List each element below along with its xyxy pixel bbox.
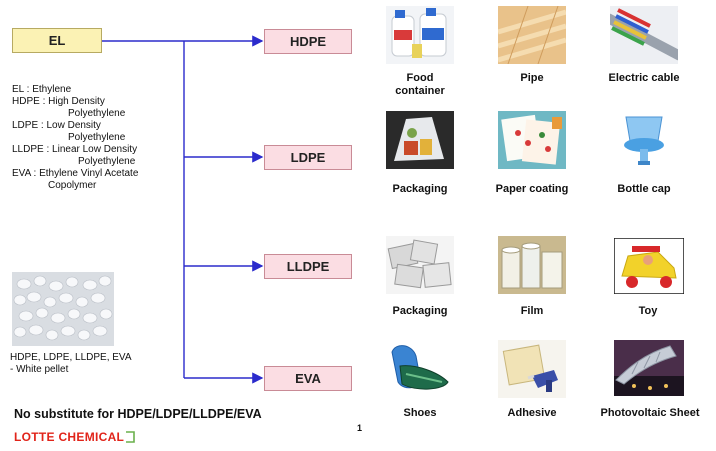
legend-sep: : bbox=[43, 144, 53, 155]
legend-entry-hdpe: HDPE : High Density bbox=[12, 96, 138, 108]
legend-abbr: LDPE bbox=[12, 120, 39, 131]
electric-cable-icon bbox=[610, 6, 678, 64]
legend-entry-el: EL : Ethylene bbox=[12, 84, 138, 96]
legend-entry-lldpe: LLDPE : Linear Low Density bbox=[12, 144, 138, 156]
legend-text: Polyethylene bbox=[78, 156, 136, 167]
shoes-icon bbox=[386, 338, 454, 396]
pellet-caption: HDPE, LDPE, LLDPE, EVA - White pellet bbox=[10, 352, 132, 376]
app-label-line: Food container bbox=[395, 72, 445, 97]
app-label-packaging-ldpe: Packaging bbox=[392, 183, 448, 195]
app-label-adhesive: Adhesive bbox=[507, 407, 557, 419]
abbreviation-legend: EL : Ethylene HDPE : High Density Polyet… bbox=[12, 84, 138, 192]
product-box-eva: EVA bbox=[264, 366, 352, 391]
paper-coating-icon bbox=[498, 111, 566, 169]
legend-text: Ethylene Vinyl Acetate bbox=[39, 168, 139, 179]
legend-abbr: EL bbox=[12, 84, 24, 95]
product-box-hdpe: HDPE bbox=[264, 29, 352, 54]
product-box-lldpe: LLDPE bbox=[264, 254, 352, 279]
legend-abbr: LLDPE bbox=[12, 144, 44, 155]
legend-sep: : bbox=[39, 96, 49, 107]
app-label-packaging-lldpe: Packaging bbox=[392, 305, 448, 317]
legend-sep: : bbox=[30, 168, 40, 179]
adhesive-icon bbox=[498, 340, 566, 398]
legend-entry-eva: EVA : Ethylene Vinyl Acetate bbox=[12, 168, 138, 180]
pellet-caption-line1: HDPE, LDPE, LLDPE, EVA bbox=[10, 352, 132, 363]
app-label-pipe: Pipe bbox=[520, 72, 544, 84]
legend-sep: : bbox=[38, 120, 47, 131]
packaging-icon bbox=[386, 236, 454, 294]
white-pellet-image bbox=[12, 272, 114, 346]
legend-text: Linear Low Density bbox=[52, 144, 138, 155]
legend-entry-ldpe: LDPE : Low Density bbox=[12, 120, 138, 132]
app-label-film: Film bbox=[520, 305, 544, 317]
app-label-food-container: Food container bbox=[360, 72, 480, 98]
legend-text: Polyethylene bbox=[68, 132, 126, 143]
bottle-cap-icon bbox=[610, 111, 678, 169]
app-label-shoes: Shoes bbox=[403, 407, 437, 419]
app-label-electric-cable: Electric cable bbox=[608, 72, 680, 84]
legend-text: Copolymer bbox=[48, 180, 97, 191]
legend-text: High Density bbox=[48, 96, 105, 107]
legend-text: Ethylene bbox=[32, 84, 72, 95]
source-box-el: EL bbox=[12, 28, 102, 53]
logo-mark-icon bbox=[126, 431, 136, 443]
app-label-photovoltaic-sheet: Photovoltaic Sheet bbox=[600, 407, 700, 419]
food-container-icon bbox=[386, 6, 454, 64]
lotte-chemical-logo: LOTTE CHEMICAL bbox=[14, 430, 136, 444]
product-box-ldpe: LDPE bbox=[264, 145, 352, 170]
app-label-bottle-cap: Bottle cap bbox=[617, 183, 671, 195]
legend-abbr: EVA bbox=[12, 168, 31, 179]
film-icon bbox=[498, 236, 566, 294]
page-number: 1 bbox=[357, 423, 363, 433]
legend-text: Polyethylene bbox=[68, 108, 126, 119]
packaging-icon bbox=[386, 111, 454, 169]
pipe-icon bbox=[498, 6, 566, 64]
brand-name: LOTTE CHEMICAL bbox=[14, 430, 125, 444]
toy-icon bbox=[614, 238, 684, 294]
app-label-toy: Toy bbox=[638, 305, 658, 317]
legend-text: Low Density bbox=[46, 120, 101, 131]
legend-abbr: HDPE bbox=[12, 96, 40, 107]
pellet-caption-line2: - White pellet bbox=[10, 364, 69, 375]
app-label-paper-coating: Paper coating bbox=[495, 183, 569, 195]
substitute-note: No substitute for HDPE/LDPE/LLDPE/EVA bbox=[14, 407, 262, 421]
legend-sep: : bbox=[23, 84, 33, 95]
photovoltaic-sheet-icon bbox=[614, 340, 684, 396]
